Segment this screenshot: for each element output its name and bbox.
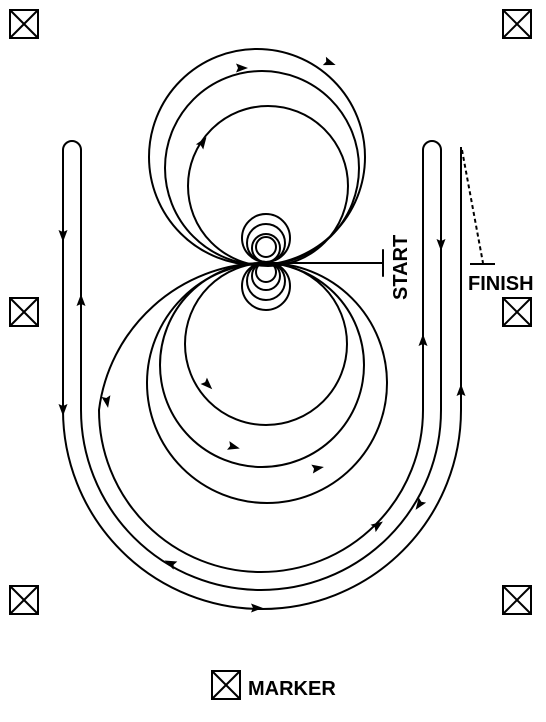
lower-loop-inner: [184, 262, 348, 426]
direction-arrows: [58, 56, 466, 613]
inner-u-track: [80, 149, 442, 591]
upper-loop-inner: [187, 105, 349, 267]
arrow-icon: [227, 441, 241, 453]
arrow-icon: [322, 56, 338, 70]
marker-icon-top-right: [502, 9, 532, 39]
arrow-icon: [311, 462, 325, 474]
marker-icon-middle-right: [502, 297, 532, 327]
legend-marker-label: MARKER: [248, 678, 336, 700]
arrow-icon: [236, 63, 248, 73]
start-line: [265, 249, 384, 277]
outer-u-track: [62, 149, 462, 610]
legend-marker-icon: [211, 670, 241, 700]
lower-loop-middle: [159, 262, 365, 468]
marker-icon-bottom-right: [502, 585, 532, 615]
left-track-cap: [62, 140, 82, 151]
right-track-cap: [422, 140, 442, 151]
marker-icon-middle-left: [9, 297, 39, 327]
small-circle-upper: [255, 236, 277, 258]
start-label: START: [390, 235, 412, 300]
arrow-icon: [370, 517, 386, 533]
arrow-icon: [200, 377, 216, 393]
arrow-icon: [101, 395, 113, 409]
tight-circle-bottom-1: [241, 261, 291, 311]
finish-dashed-line: [461, 149, 484, 264]
innermost-u-track: [97, 149, 424, 573]
marker-icon-top-left: [9, 9, 39, 39]
finish-label: FINISH: [468, 273, 534, 295]
marker-icon-bottom-left: [9, 585, 39, 615]
